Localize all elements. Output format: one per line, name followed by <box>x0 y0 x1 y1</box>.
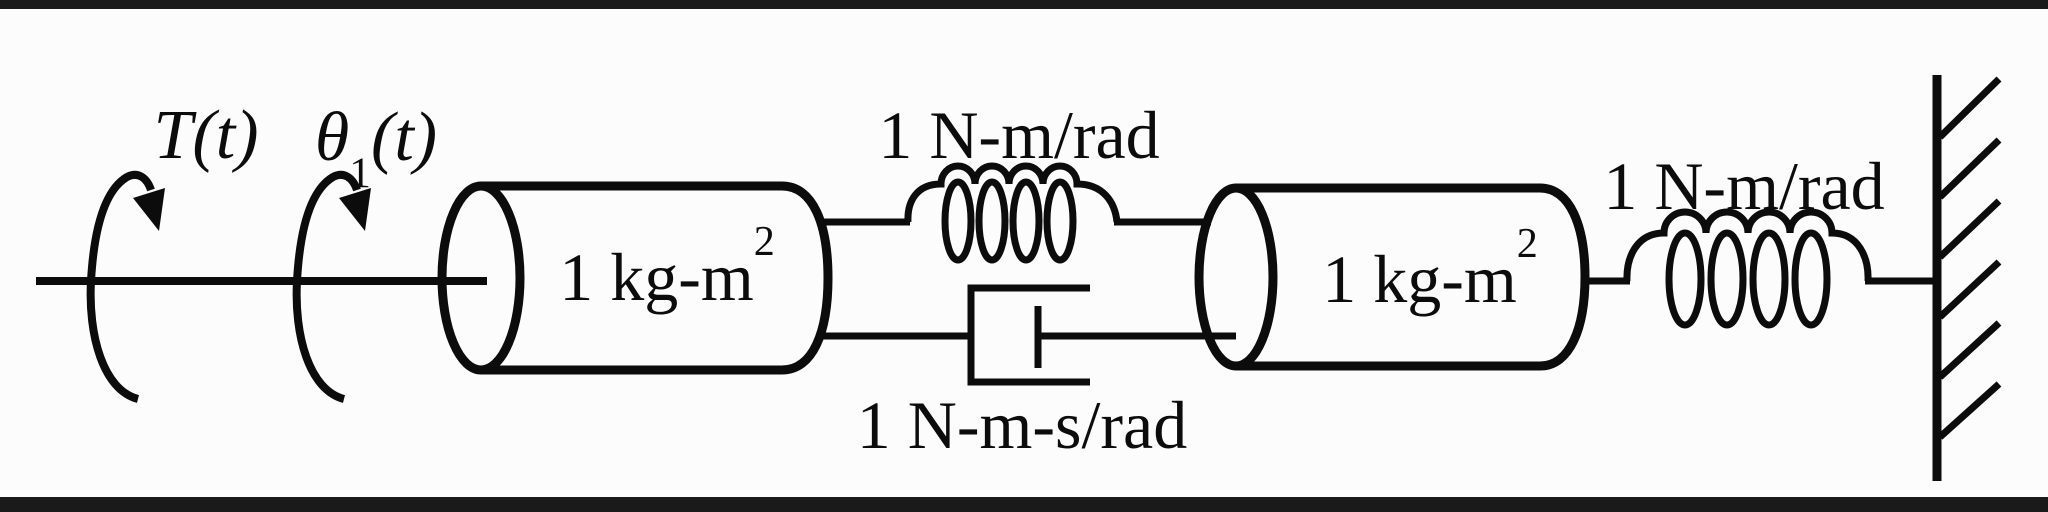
wall-hatch <box>1937 259 2002 320</box>
torsional-damper <box>967 284 1236 386</box>
inertia-2-label: 1 kg-m2 <box>1322 223 1538 313</box>
spring-2-label: 1 N-m/rad <box>1603 152 1884 220</box>
inertia-2-value: 1 kg-m <box>1322 241 1517 317</box>
spring-1-value: 1 N-m/rad <box>878 97 1160 173</box>
spring-1-loop <box>975 178 1009 264</box>
inertia-1-exponent: 2 <box>753 218 775 266</box>
spring-2-coil-top <box>1623 208 1872 282</box>
theta1-symbol: θ <box>314 99 350 176</box>
wall-hatch <box>1937 381 2002 440</box>
cylinder-2-body <box>1236 183 1590 371</box>
inertia-1-value: 1 kg-m <box>559 239 754 315</box>
rotation-arc <box>86 170 155 403</box>
rotation-arc <box>292 170 361 403</box>
bottom-border-bar <box>0 497 2048 512</box>
wall-hatch <box>1937 76 2002 140</box>
spring-2-loop <box>1665 229 1705 329</box>
torsional-spring-1 <box>904 162 1121 264</box>
theta1-subscript: 1 <box>349 149 372 198</box>
damper-housing <box>967 284 1090 386</box>
wall-hatch <box>1937 137 2002 200</box>
spring-2-value: 1 N-m/rad <box>1603 148 1885 224</box>
wall-hatching <box>1937 76 2002 440</box>
torsional-spring-2 <box>1623 208 1872 329</box>
top-border-bar <box>0 0 2048 9</box>
rotation-arrowhead <box>339 188 371 231</box>
spring-1-loop <box>1043 178 1077 264</box>
torque-symbol: T <box>153 97 193 174</box>
rotation-arrow-theta1 <box>292 170 371 403</box>
theta1-label: θ1(t) <box>315 103 437 195</box>
spring-1-label: 1 N-m/rad <box>878 101 1159 169</box>
spring-1-loop <box>1009 178 1043 264</box>
cylinder-1-body <box>481 181 833 375</box>
wall-hatch <box>1937 198 2002 260</box>
torque-label: T(t) <box>153 101 258 171</box>
torque-arg: (t) <box>192 97 259 174</box>
inertia-1-label: 1 kg-m2 <box>559 221 775 311</box>
cylinder-2-face <box>1194 183 1278 371</box>
spring-2-loop <box>1707 229 1747 329</box>
rotation-arrow-torque <box>86 170 165 403</box>
rotation-arrowhead <box>133 188 165 231</box>
damper-value: 1 N-m-s/rad <box>856 387 1188 463</box>
inertia-2-exponent: 2 <box>1516 220 1538 268</box>
spring-1-loop <box>941 178 975 264</box>
inertia-cylinder-2 <box>1194 183 1590 371</box>
spring-2-loop <box>1749 229 1789 329</box>
spring-1-coil-top <box>904 162 1121 223</box>
wall-hatch <box>1937 320 2002 380</box>
damper-label: 1 N-m-s/rad <box>857 391 1187 459</box>
theta1-arg: (t) <box>371 99 438 176</box>
spring-2-loop <box>1791 229 1831 329</box>
fixed-wall <box>1932 75 2002 481</box>
